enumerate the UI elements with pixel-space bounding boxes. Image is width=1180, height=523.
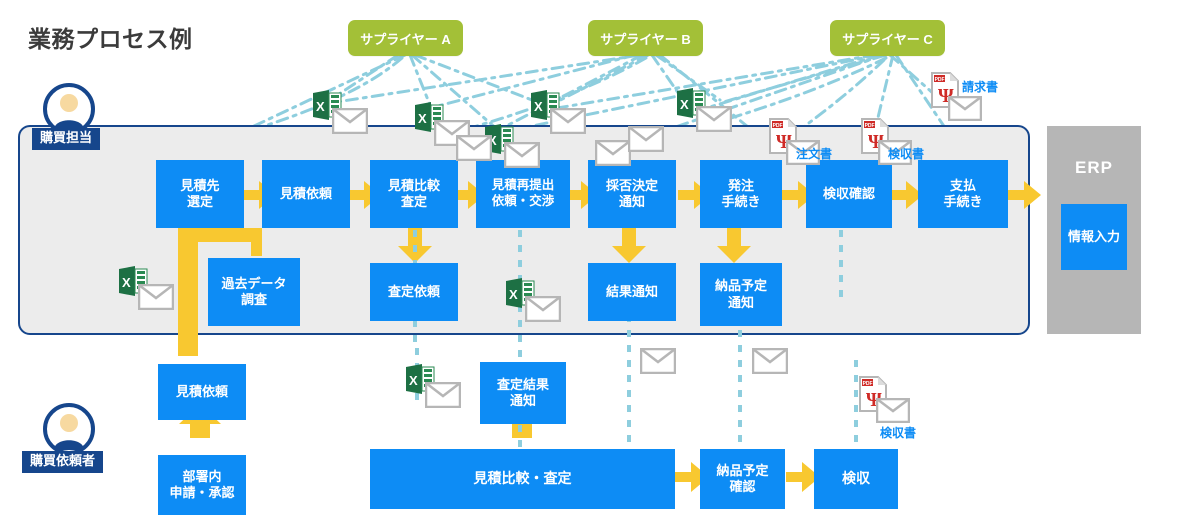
process-label: 発注 手続き — [721, 177, 761, 209]
process-box-assessment-result-notice[interactable]: 査定結果 通知 — [480, 362, 566, 424]
process-box-quote-request[interactable]: 見積依頼 — [262, 160, 350, 228]
doc-label-text: 検収書 — [888, 147, 925, 161]
svg-text:Ψ: Ψ — [866, 389, 882, 411]
supplier-chip-c[interactable]: サプライヤー C — [830, 20, 945, 56]
process-label: 部署内 申請・承認 — [169, 468, 235, 500]
supplier-label: サプライヤー A — [360, 31, 451, 47]
process-label: 見積先 選定 — [180, 177, 220, 209]
process-box-quote-source-selection[interactable]: 見積先 選定 — [156, 160, 244, 228]
process-label: 見積比較・査定 — [473, 470, 572, 487]
envelope-icon — [425, 382, 461, 408]
supplier-chip-a[interactable]: サプライヤー A — [348, 20, 463, 56]
process-label: 納品予定 確認 — [716, 462, 769, 494]
process-box-delivery-schedule-confirm[interactable]: 納品予定 確認 — [700, 449, 785, 509]
role-badge-buyer: 購買担当 — [32, 128, 101, 150]
erp-info-input-box[interactable]: 情報入力 — [1061, 204, 1127, 270]
erp-system-panel: ERP 情報入力 — [1047, 126, 1141, 334]
role-label: 購買担当 — [40, 130, 93, 145]
process-box-quote-comparison-assessment[interactable]: 見積比較・査定 — [370, 449, 675, 509]
svg-text:Ψ: Ψ — [938, 85, 954, 107]
process-box-acceptance-inspection[interactable]: 検収 — [814, 449, 898, 509]
excel-file-icon: X — [677, 88, 706, 118]
excel-file-icon: X — [406, 364, 435, 394]
process-label: 検収確認 — [822, 185, 875, 201]
svg-text:X: X — [316, 99, 325, 114]
supplier-label: サプライヤー B — [600, 31, 691, 47]
role-badge-requester: 購買依頼者 — [22, 451, 104, 473]
svg-text:PDF: PDF — [935, 77, 945, 83]
process-box-quote-resubmit-negotiation[interactable]: 見積再提出 依頼・交渉 — [476, 160, 570, 228]
doc-label-invoice: 請求書 — [962, 78, 998, 95]
svg-text:PDF: PDF — [863, 381, 873, 387]
process-box-result-notice[interactable]: 結果通知 — [588, 263, 676, 321]
doc-label-inspection-certificate-top: 検収書 — [888, 145, 924, 162]
process-label: 査定結果 通知 — [496, 376, 549, 408]
process-box-adoption-decision-notice[interactable]: 採否決定 通知 — [588, 160, 676, 228]
process-box-inspection-confirm[interactable]: 検収確認 — [806, 160, 892, 228]
process-label: 支払 手続き — [943, 177, 983, 209]
process-label: 見積依頼 — [175, 383, 228, 399]
pdf-file-icon: PDF Ψ — [859, 376, 887, 412]
role-label: 購買依頼者 — [30, 453, 96, 468]
process-label: 査定依頼 — [387, 283, 440, 299]
excel-file-icon: X — [313, 90, 342, 120]
svg-text:X: X — [534, 99, 543, 114]
erp-action-label: 情報入力 — [1067, 228, 1120, 244]
doc-label-text: 検収書 — [880, 426, 917, 440]
process-box-order-procedure[interactable]: 発注 手続き — [700, 160, 782, 228]
envelope-icon — [948, 96, 982, 121]
process-label: 検収 — [842, 470, 870, 487]
process-box-requester-quote-request[interactable]: 見積依頼 — [158, 364, 246, 420]
process-label: 納品予定 通知 — [714, 278, 767, 310]
supplier-chip-b[interactable]: サプライヤー B — [588, 20, 703, 56]
doc-label-text: 注文書 — [796, 147, 833, 161]
buyer-role-panel — [18, 125, 1030, 335]
person-icon — [43, 403, 95, 455]
envelope-icon — [640, 348, 676, 374]
process-label: 見積依頼 — [279, 185, 332, 201]
process-label: 見積比較 査定 — [387, 177, 440, 209]
doc-label-inspection-certificate-bottom: 検収書 — [880, 424, 916, 441]
page-title: 業務プロセス例 — [28, 26, 193, 52]
process-box-quote-comparison[interactable]: 見積比較 査定 — [370, 160, 458, 228]
pdf-file-icon: PDF Ψ — [931, 72, 959, 108]
supplier-label: サプライヤー C — [842, 31, 933, 47]
process-label: 採否決定 通知 — [605, 177, 658, 209]
process-box-payment-procedure[interactable]: 支払 手続き — [918, 160, 1008, 228]
process-box-internal-application-approval[interactable]: 部署内 申請・承認 — [158, 455, 246, 515]
svg-text:X: X — [409, 373, 418, 388]
process-box-delivery-schedule-notice[interactable]: 納品予定 通知 — [700, 263, 782, 326]
process-box-assessment-request[interactable]: 査定依頼 — [370, 263, 458, 321]
process-box-past-data-research[interactable]: 過去データ 調査 — [208, 258, 300, 326]
doc-label-text: 請求書 — [962, 80, 999, 94]
svg-text:X: X — [418, 111, 427, 126]
doc-label-purchase-order: 注文書 — [796, 145, 832, 162]
erp-title: ERP — [1075, 158, 1113, 177]
process-label: 結果通知 — [605, 283, 658, 299]
excel-file-icon: X — [531, 90, 560, 120]
svg-text:X: X — [680, 97, 689, 112]
process-label: 見積再提出 依頼・交渉 — [491, 178, 555, 208]
process-label: 過去データ 調査 — [221, 275, 287, 307]
envelope-icon — [876, 398, 910, 423]
envelope-icon — [752, 348, 788, 374]
